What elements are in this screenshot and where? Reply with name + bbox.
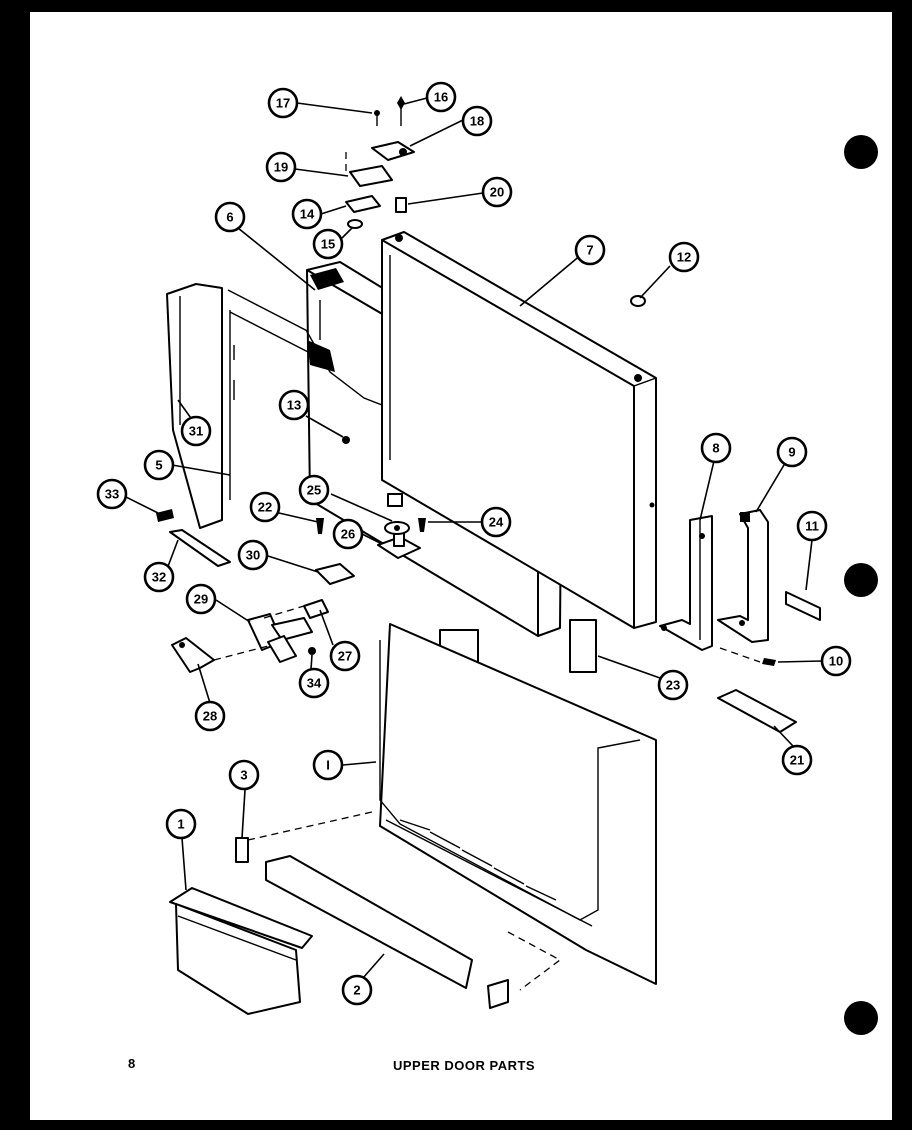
svg-text:19: 19 [274,160,288,175]
upper-right-hinge [717,509,769,643]
right-hinge-bracket [659,515,713,651]
inner-door-liner [379,623,657,985]
callout-34: 34 [298,667,330,699]
svg-text:21: 21 [790,753,804,768]
page-title: UPPER DOOR PARTS [393,1058,536,1073]
callout-11: 11 [796,510,828,542]
callout-22: 22 [249,491,281,523]
punch-hole-top [844,135,878,169]
callout-1: 1 [165,808,197,840]
svg-text:17: 17 [276,96,290,111]
svg-text:9: 9 [788,445,795,460]
callout-3: 3 [228,759,260,791]
callout-2: 2 [341,974,373,1006]
callout-5: 5 [143,449,175,481]
door-storage-bin [169,887,313,1015]
callout-32: 32 [143,561,175,593]
callout-26: 26 [332,518,364,550]
svg-text:5: 5 [155,458,162,473]
callout-25: 25 [298,474,330,506]
svg-text:3: 3 [240,768,247,783]
callout-31: 31 [180,415,212,447]
punch-hole-middle [844,563,878,597]
assembly-line-bracket [719,647,761,663]
callout-18: 18 [461,105,493,137]
svg-text:23: 23 [666,678,680,693]
bottom-channel [717,689,797,733]
top-hinge-assembly [345,96,415,229]
door-stop-button [342,436,350,444]
svg-text:14: 14 [300,207,315,222]
svg-text:6: 6 [226,210,233,225]
svg-text:13: 13 [287,398,301,413]
svg-text:11: 11 [805,519,819,534]
svg-text:28: 28 [203,709,217,724]
svg-text:22: 22 [258,500,272,515]
svg-text:15: 15 [321,237,335,252]
callout-10: 10 [820,645,852,677]
svg-text:1: 1 [177,817,184,832]
callout-33: 33 [96,478,128,510]
svg-text:27: 27 [338,649,352,664]
svg-text:34: 34 [307,676,322,691]
outer-door-panel [381,231,657,629]
callout-27: 27 [329,640,361,672]
callout-12: 12 [668,241,700,273]
screw-10 [762,658,776,666]
assembly-line-bin [247,811,373,841]
callout-21: 21 [781,744,813,776]
svg-text:33: 33 [105,487,119,502]
callout-28: 28 [194,700,226,732]
callout-6: 6 [214,201,246,233]
svg-text:24: 24 [489,515,504,530]
callout-30: 30 [237,539,269,571]
svg-text:32: 32 [152,570,166,585]
callout-I: I [312,749,344,781]
svg-text:18: 18 [470,114,484,129]
svg-text:26: 26 [341,527,355,542]
svg-text:20: 20 [490,185,504,200]
svg-text:7: 7 [586,243,593,258]
callout-14: 14 [291,198,323,230]
svg-text:2: 2 [353,983,360,998]
callout-16: 16 [425,81,457,113]
callout-29-upper: 29 [185,583,217,615]
punch-hole-bottom [844,1001,878,1035]
svg-text:12: 12 [677,250,691,265]
door-plug [630,295,646,307]
shelf-rail [265,855,562,1009]
callout-17: 17 [267,87,299,119]
shelf-clip [235,837,249,863]
callout-15: 15 [312,228,344,260]
callout-7: 7 [574,234,606,266]
small-tab [785,591,821,621]
svg-text:29: 29 [194,592,208,607]
svg-text:8: 8 [712,441,719,456]
svg-text:30: 30 [246,548,260,563]
leader-lines [125,97,823,979]
callout-23: 23 [657,669,689,701]
page-number: 8 [128,1056,136,1071]
svg-text:25: 25 [307,483,321,498]
callout-20: 20 [481,176,513,208]
callout-8: 8 [700,432,732,464]
callout-19: 19 [265,151,297,183]
trim-strip [169,529,231,567]
callout-24: 24 [480,506,512,538]
callout-13: 13 [278,389,310,421]
svg-text:16: 16 [434,90,448,105]
center-hinge-assembly [156,493,426,585]
callout-9: 9 [776,436,808,468]
svg-text:I: I [326,758,330,773]
svg-text:31: 31 [189,424,203,439]
svg-text:10: 10 [829,654,843,669]
